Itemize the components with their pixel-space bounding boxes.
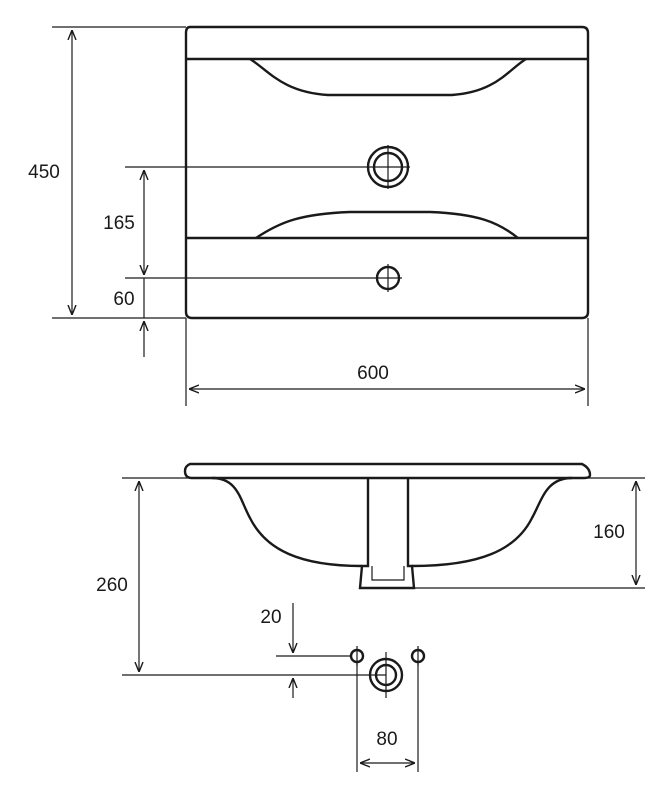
dim-tap-offset-label: 165 [103,213,135,234]
dim-bowl-depth: 160 [414,477,645,589]
dim-width-label: 600 [357,363,389,384]
dim-total-height: 260 [96,477,386,676]
dim-total-height-label: 260 [96,575,128,596]
dim-fixing-spacing-label: 80 [376,729,397,750]
dim-height: 450 [28,26,186,319]
bowl-upper-curve [249,57,527,97]
dim-fixing-spacing: 80 [356,662,419,772]
dim-height-label: 450 [28,162,60,183]
top-view: 450 165 60 600 [28,25,590,406]
dim-overflow-offset: 60 [113,278,144,357]
dim-width: 600 [185,318,589,406]
dim-bowl-depth-label: 160 [593,522,625,543]
dim-tap-offset: 165 [103,166,374,279]
side-bowl-profile [211,476,363,568]
dim-tap-offset-bottom: 20 [260,603,351,698]
basin-outline [184,25,590,320]
overflow-hole [374,264,402,292]
side-drain [358,478,416,590]
side-view: 260 160 20 [96,462,645,772]
dim-overflow-offset-label: 60 [113,289,134,310]
side-rim [183,462,592,480]
drain-hole-bottom [368,652,404,698]
dim-tap-offset-bottom-label: 20 [260,607,281,628]
tap-hole [366,145,410,189]
bowl-lower-curve [255,210,519,239]
